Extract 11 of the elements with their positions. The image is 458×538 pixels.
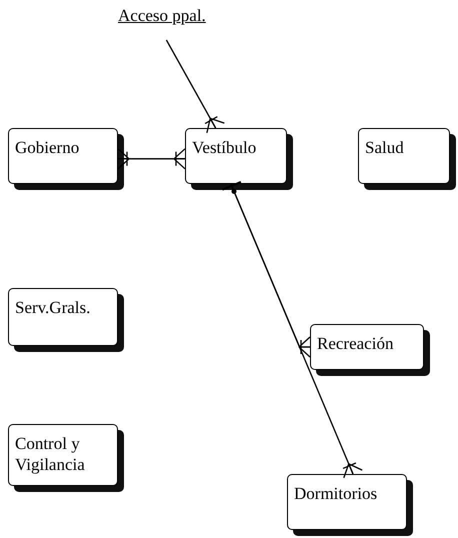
area-name: Serv.Grals. — [15, 297, 92, 318]
area-name: Dormitorios — [294, 483, 378, 504]
area-name: Vestíbulo — [192, 137, 258, 158]
area-name: Control y Vigilancia — [15, 433, 86, 476]
entrance-label: Acceso ppal. — [118, 6, 206, 26]
connector — [222, 181, 363, 479]
connector — [166, 40, 225, 134]
area-name: Recreación — [317, 333, 394, 354]
connector — [117, 148, 186, 170]
area-name: Salud — [365, 137, 405, 158]
area-name: Gobierno — [15, 137, 80, 158]
